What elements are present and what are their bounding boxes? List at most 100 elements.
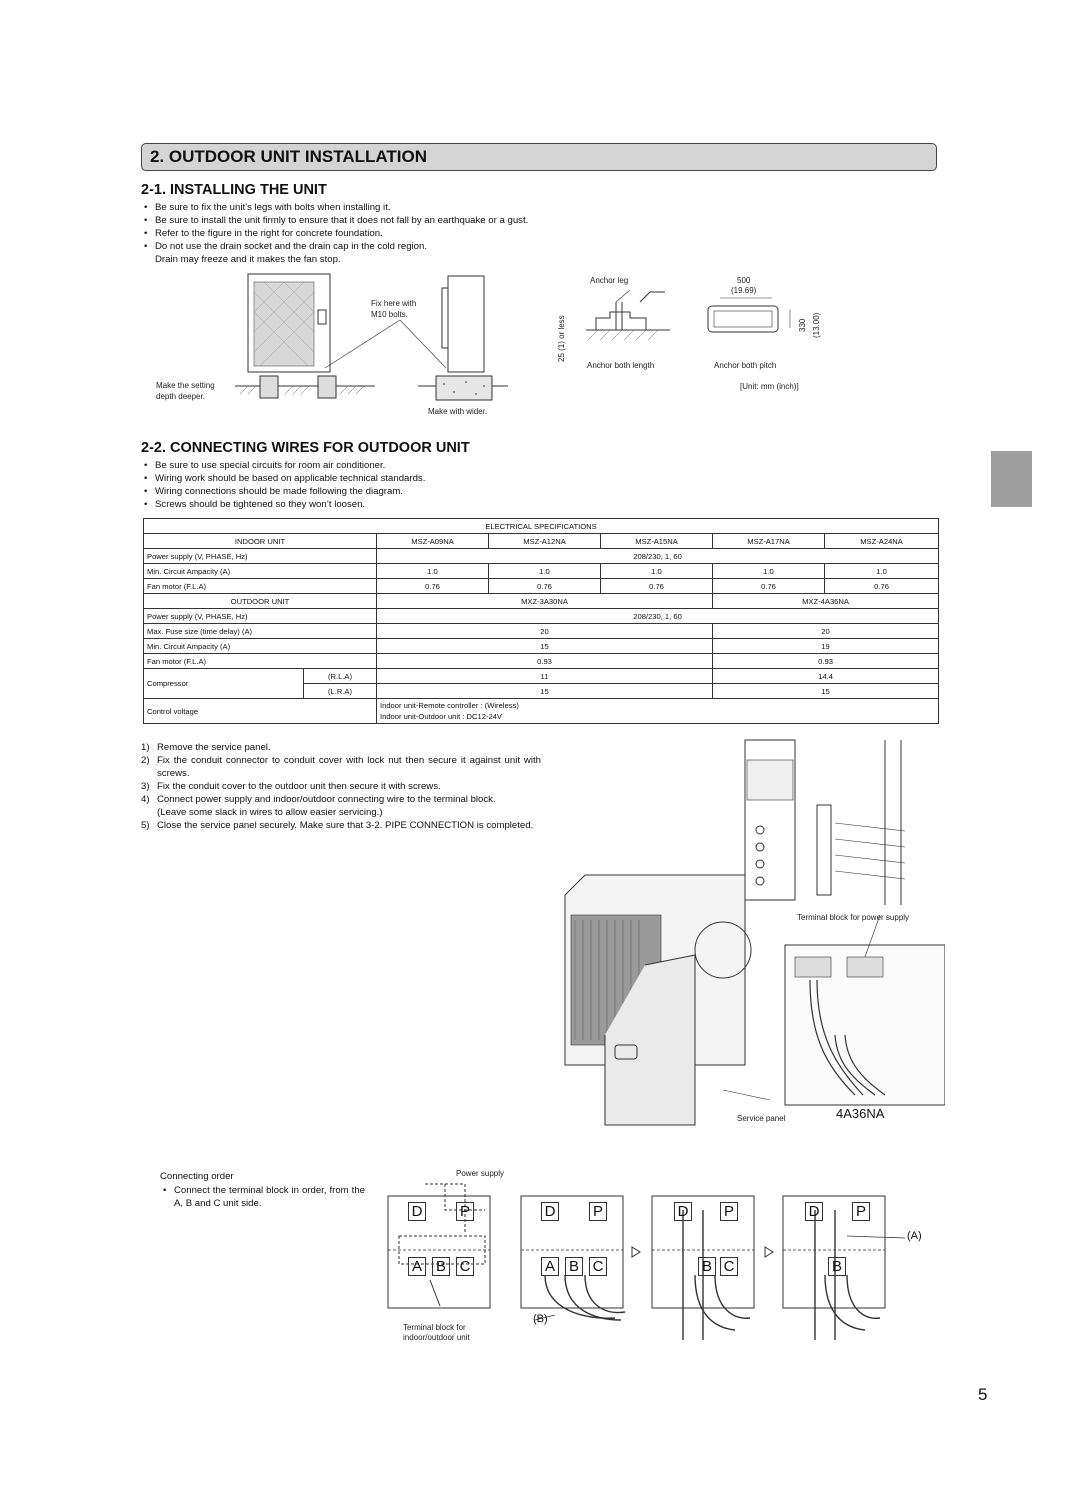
fix-here-label: Fix here with — [371, 299, 417, 308]
terminal-c: C — [589, 1257, 607, 1276]
indoor-model: MSZ-A12NA — [488, 533, 601, 549]
bullet-item: Be sure to install the unit firmly to en… — [141, 214, 661, 227]
side-dim-label: 25 (1) or less — [557, 315, 566, 362]
sub-label: (L.R.A) — [303, 683, 377, 699]
bullet-item: Wiring connections should be made follow… — [141, 485, 661, 498]
cell-value: 14.4 — [711, 668, 940, 684]
table-title: ELECTRICAL SPECIFICATIONS — [142, 518, 940, 534]
anchor-leg-label: Anchor leg — [590, 276, 629, 285]
row-label: Power supply (V, PHASE, Hz) — [143, 548, 377, 564]
bullet-item: Do not use the drain socket and the drai… — [141, 240, 661, 266]
table-row: Control voltage Indoor unit-Remote contr… — [143, 698, 940, 724]
indoor-model: MSZ-A17NA — [712, 533, 825, 549]
step-item: 3)Fix the conduit cover to the outdoor u… — [141, 781, 441, 792]
label-a: (A) — [907, 1230, 922, 1242]
indoor-model: MSZ-A15NA — [600, 533, 713, 549]
cell-value: 1.0 — [488, 563, 601, 579]
sub-label: (R.L.A) — [303, 668, 377, 684]
table-row: Max. Fuse size (time delay) (A) 20 20 — [143, 623, 940, 639]
table-row: Power supply (V, PHASE, Hz) 208/230, 1, … — [143, 548, 940, 564]
cell-value: 20 — [376, 623, 713, 639]
terminal-d: D — [408, 1202, 426, 1221]
terminal-block-label-2: indoor/outdoor unit — [403, 1333, 470, 1342]
cell-value: 208/230, 1, 60 — [375, 548, 940, 564]
bullet-item: Wiring work should be based on applicabl… — [141, 472, 661, 485]
table-row: OUTDOOR UNIT MXZ-3A30NA MXZ-4A36NA — [143, 593, 940, 609]
cell-value: 0.76 — [376, 578, 489, 594]
table-row: Min. Circuit Ampacity (A) 15 19 — [143, 638, 940, 654]
section-title: 2. OUTDOOR UNIT INSTALLATION — [150, 147, 428, 166]
section-header: 2. OUTDOOR UNIT INSTALLATION — [141, 143, 937, 171]
anchor-length-label: Anchor both length — [587, 361, 655, 370]
row-label: Power supply (V, PHASE, Hz) — [143, 608, 377, 624]
step-item: 1)Remove the service panel. — [141, 742, 271, 753]
make-wider-label: Make with wider. — [428, 407, 488, 416]
table-row: Min. Circuit Ampacity (A) 1.0 1.0 1.0 1.… — [143, 563, 940, 579]
step-item: 5)Close the service panel securely. Make… — [141, 820, 534, 831]
installing-title: 2-1. INSTALLING THE UNIT — [141, 182, 327, 198]
cell-value: 1.0 — [712, 563, 825, 579]
cell-value: 208/230, 1, 60 — [375, 608, 940, 624]
step-item: 4)Connect power supply and indoor/outdoo… — [141, 794, 496, 805]
connecting-bullets: Be sure to use special circuits for room… — [141, 459, 661, 511]
table-row: INDOOR UNIT MSZ-A09NA MSZ-A12NA MSZ-A15N… — [143, 533, 940, 549]
step-item: 2)Fix the conduit connector to conduit c… — [141, 755, 541, 779]
table-row: (L.R.A) 15 15 — [144, 683, 940, 699]
dim-330: 330 — [798, 318, 807, 332]
cell-value: 0.93 — [376, 653, 713, 669]
power-supply-label: Power supply — [456, 1169, 505, 1178]
indoor-model: MSZ-A24NA — [823, 533, 940, 549]
row-label: Fan motor (F.L.A) — [143, 653, 377, 669]
terminal-p: P — [456, 1202, 474, 1221]
anchor-figure — [586, 289, 791, 341]
unit-note: [Unit: mm (inch)] — [740, 382, 799, 391]
terminal-b: B — [432, 1257, 450, 1276]
anchor-pitch-label: Anchor both pitch — [714, 361, 777, 370]
cell-value: 1.0 — [600, 563, 713, 579]
cell-value: 20 — [711, 623, 940, 639]
row-label: Max. Fuse size (time delay) (A) — [143, 623, 377, 639]
indoor-unit-label: INDOOR UNIT — [143, 533, 377, 549]
row-label: Min. Circuit Ampacity (A) — [143, 638, 377, 654]
wiring-steps: 1)Remove the service panel. 2)Fix the co… — [141, 741, 541, 832]
cell-value: 11 — [376, 668, 713, 684]
dim-500: 500 — [737, 276, 751, 285]
make-setting-label-2: depth deeper. — [156, 392, 205, 401]
side-tab-marker — [991, 451, 1032, 507]
terminal-c: C — [456, 1257, 474, 1276]
dim-1969: (19.69) — [731, 286, 757, 295]
row-label: Control voltage — [143, 698, 377, 724]
cell-value: 0.93 — [711, 653, 940, 669]
cell-value: 0.76 — [600, 578, 713, 594]
terminal-b: B — [828, 1257, 846, 1276]
cell-value: 15 — [376, 638, 713, 654]
terminal-d: D — [674, 1202, 692, 1221]
installing-bullets: Be sure to fix the unit’s legs with bolt… — [141, 201, 661, 266]
model-label: 4A36NA — [836, 1106, 885, 1121]
table-row: ELECTRICAL SPECIFICATIONS — [142, 518, 940, 534]
terminal-a: A — [408, 1257, 426, 1276]
table-row: Compressor (R.L.A) 11 14.4 — [143, 668, 940, 699]
cell-value: 15 — [711, 683, 940, 699]
cell-value: 0.76 — [712, 578, 825, 594]
terminal-p: P — [852, 1202, 870, 1221]
terminal-d: D — [805, 1202, 823, 1221]
table-row: Fan motor (F.L.A) 0.93 0.93 — [143, 653, 940, 669]
terminal-b: B — [565, 1257, 583, 1276]
terminal-p: P — [720, 1202, 738, 1221]
control-line: Indoor unit-Outdoor unit : DC12-24V — [380, 712, 502, 721]
bullet-item: Screws should be tightened so they won’t… — [141, 498, 661, 511]
cell-value: 19 — [711, 638, 940, 654]
outdoor-model: MXZ-3A30NA — [376, 593, 713, 609]
terminal-c: C — [720, 1257, 738, 1276]
bullet-item: Connect the terminal block in order, fro… — [160, 1184, 365, 1210]
foundation-figure — [235, 273, 508, 401]
control-line: Indoor unit-Remote controller : (Wireles… — [380, 701, 519, 710]
make-setting-label: Make the setting — [156, 381, 215, 390]
electrical-spec-table: ELECTRICAL SPECIFICATIONS INDOOR UNIT MS… — [142, 518, 940, 724]
cell-value: 1.0 — [823, 563, 940, 579]
connecting-order-title: Connecting order — [160, 1171, 234, 1182]
dim-1300: (13.00) — [812, 312, 821, 338]
cell-value: 15 — [376, 683, 713, 699]
table-row: Power supply (V, PHASE, Hz) 208/230, 1, … — [143, 608, 940, 624]
